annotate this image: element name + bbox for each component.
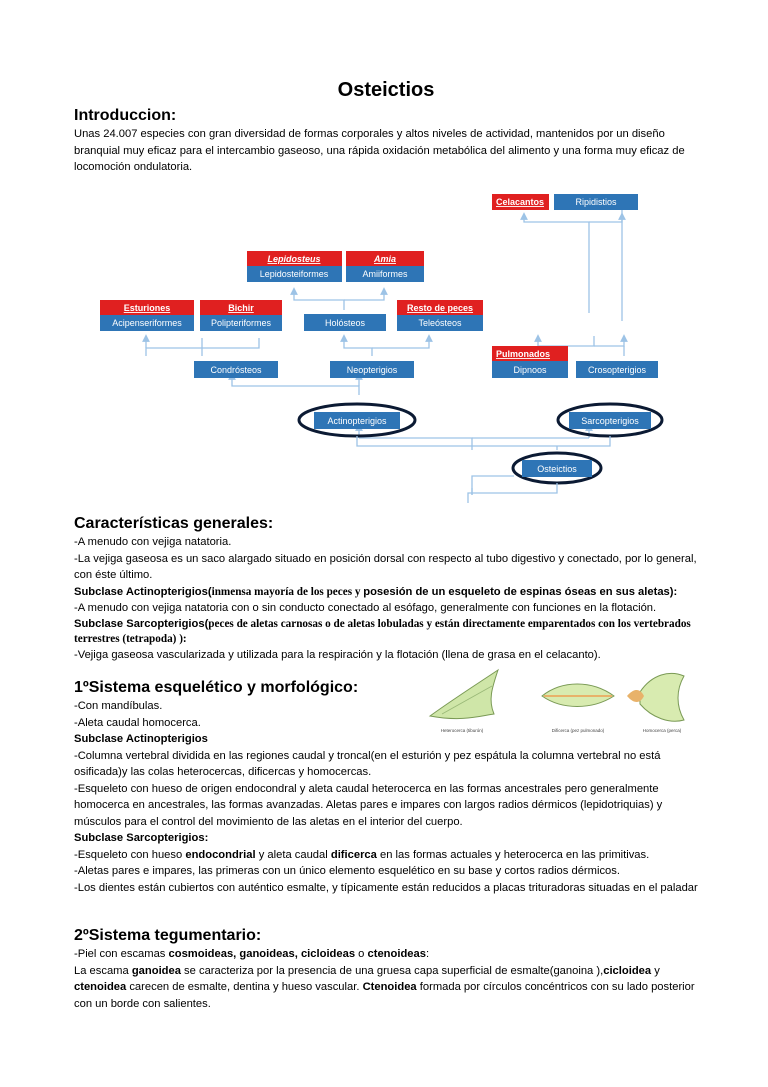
integument-line-2-f: ctenoidea	[74, 981, 127, 993]
sarco-label: Subclase Sarcopterigios(	[74, 617, 209, 630]
fin-label-dificerca: Dificerca (pez pulmonado)	[552, 728, 605, 733]
actino-subclass-line: Subclase Actinopterigios(inmensa mayoría…	[74, 584, 698, 601]
skeleton-section: 1ºSistema esquelético y morfológico: -Co…	[74, 678, 698, 896]
integument-line-1-b: cosmoideas, ganoideas, cicloideas	[168, 948, 356, 960]
node-lepidosteiformes: Lepidosteiformes	[260, 269, 329, 279]
node-condrosteos: Condrósteos	[210, 365, 262, 375]
node-holosteos: Holósteos	[325, 318, 366, 328]
node-esturiones: Esturiones	[124, 303, 171, 313]
page-title: Osteictios	[337, 79, 435, 101]
node-polipteriformes: Polipteriformes	[211, 318, 272, 328]
skeleton-line-2: -Aleta caudal homocerca.	[74, 716, 201, 729]
node-crosopterigios: Crosopterigios	[588, 365, 647, 375]
node-acipenseriformes: Acipenseriformes	[112, 318, 182, 328]
integument-line-2-d: cicloidea	[603, 964, 652, 977]
skeleton-line-5-d: dificerca	[330, 848, 377, 861]
fin-label-heterocerca: Heterocerca (tiburón)	[441, 728, 484, 733]
sarco-serif: peces de aletas carnosas o de aletas lob…	[74, 617, 691, 645]
skeleton-line-3: -Columna vertebral dividida en las regio…	[74, 749, 661, 779]
node-neopterigios: Neopterigios	[347, 365, 398, 375]
integument-heading: 2ºSistema tegumentario:	[74, 927, 262, 944]
node-sarcopterigios: Sarcopterigios	[581, 416, 639, 426]
integument-line-2-e: y	[651, 964, 660, 977]
caudal-fins-illustration: Heterocerca (tiburón) Dificerca (pez pul…	[428, 668, 685, 733]
node-bichir: Bichir	[228, 303, 254, 313]
actino-label: Subclase Actinopterigios(	[74, 585, 212, 598]
node-amia: Amia	[373, 254, 396, 264]
node-dipnoos: Dipnoos	[513, 365, 547, 375]
integument-line-1-c: o	[355, 948, 368, 960]
actino-rest: posesión de un esqueleto de espinas ósea…	[363, 585, 678, 598]
skeleton-subclass-sarco: Subclase Sarcopterigios:	[74, 832, 209, 844]
node-teleosteos: Teleósteos	[418, 318, 462, 328]
skeleton-line-4: -Esqueleto con hueso de origen endocondr…	[74, 782, 663, 828]
integument-line-2-i: formada por círculos concéntricos con su…	[74, 981, 695, 1010]
intro-text: Unas 24.007 especies con gran diversidad…	[74, 128, 685, 173]
skeleton-line-5-a: -Esqueleto con hueso	[74, 848, 186, 861]
node-pulmonados: Pulmonados	[496, 349, 550, 359]
integument-line-1: -Piel con escamas cosmoideas, ganoideas,…	[74, 946, 698, 963]
node-osteictios: Osteictios	[537, 464, 577, 474]
skeleton-line-5-b: endocondrial	[185, 848, 256, 861]
skeleton-line-7: -Los dientes están cubiertos con auténti…	[74, 881, 698, 894]
intro-heading: Introduccion:	[74, 107, 177, 124]
integument-section: 2ºSistema tegumentario: -Piel con escama…	[74, 926, 698, 1012]
skeleton-line-6: -Aletas pares e impares, las primeras co…	[74, 865, 620, 877]
skeleton-heading: 1ºSistema esquelético y morfológico:	[74, 679, 359, 696]
node-ripidistios: Ripidistios	[575, 197, 617, 207]
general-section: Características generales: -A menudo con…	[74, 514, 698, 663]
node-actinopterigios: Actinopterigios	[327, 416, 387, 426]
skeleton-subclass-actino: Subclase Actinopterigios	[74, 733, 208, 745]
integument-line-1-e: :	[425, 948, 430, 960]
phylogeny-diagram: Celacantos Ripidistios Lepidosteus Lepid…	[100, 194, 664, 503]
integument-line-1-a: -Piel con escamas	[74, 948, 169, 960]
general-heading: Características generales:	[74, 515, 274, 532]
integument-line-2-c: se caracteriza por la presencia de una g…	[180, 964, 604, 977]
general-line-3: -A menudo con vejiga natatoria con o sin…	[74, 602, 657, 614]
node-celacantos: Celacantos	[496, 197, 544, 207]
integument-line-2-g: carecen de esmalte, dentina y hueso vasc…	[126, 981, 363, 993]
general-line-1: -A menudo con vejiga natatoria.	[74, 536, 232, 548]
integument-line-2-a: La escama	[74, 964, 132, 977]
skeleton-line-5-e: en las formas actuales y heterocerca en …	[376, 848, 650, 861]
skeleton-line-5-c: y aleta caudal	[255, 848, 331, 861]
general-line-2: -La vejiga gaseosa es un saco alargado s…	[74, 552, 697, 582]
integument-line-2-b: ganoidea	[131, 964, 181, 977]
document-page: Osteictios Introduccion: Unas 24.007 esp…	[74, 78, 698, 1010]
integument-line-1-d: ctenoideas	[367, 948, 426, 960]
node-lepidosteus: Lepidosteus	[267, 254, 320, 264]
skeleton-line-5: -Esqueleto con hueso endocondrial y alet…	[74, 847, 698, 864]
integument-line-2-h: Ctenoidea	[362, 981, 417, 993]
integument-line-2: La escama ganoidea se caracteriza por la…	[74, 963, 698, 1013]
actino-serif: inmensa mayoría de los peces y	[211, 585, 364, 598]
node-resto-peces: Resto de peces	[407, 303, 473, 313]
skeleton-line-1: -Con mandíbulas.	[74, 700, 163, 712]
general-line-4: -Vejiga gaseosa vascularizada y utilizad…	[74, 648, 601, 661]
sarco-subclass-line: Subclase Sarcopterigios(peces de aletas …	[74, 617, 698, 647]
node-amiiformes: Amiiformes	[362, 269, 408, 279]
fin-label-homocerca: Homocerca (perca)	[643, 728, 682, 733]
